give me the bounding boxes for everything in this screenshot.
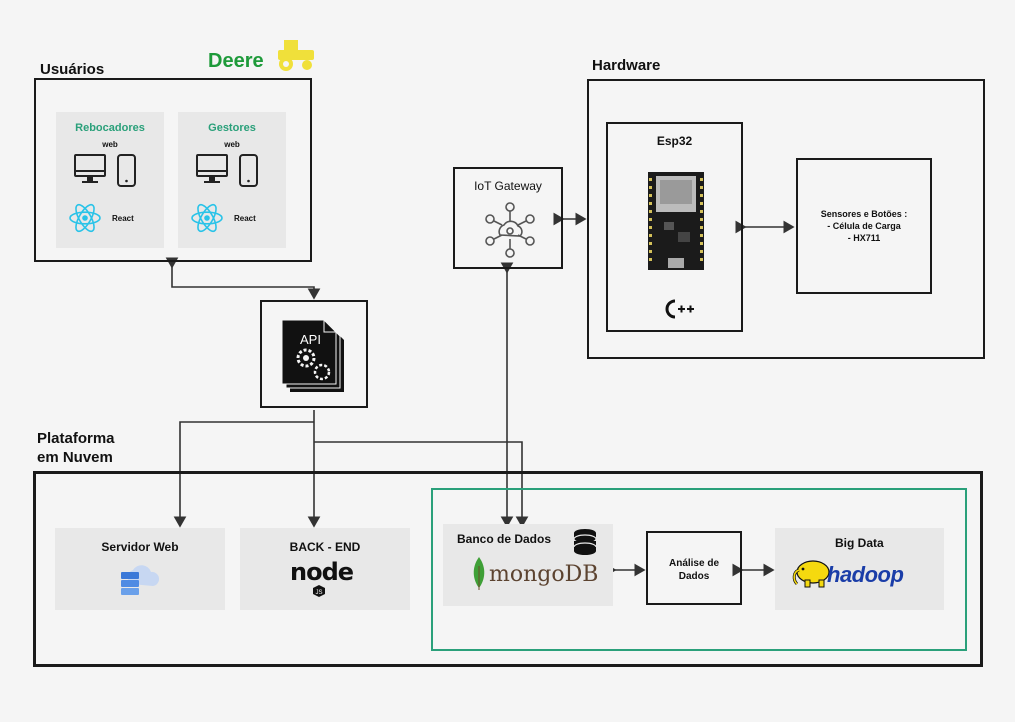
sensors-text: Sensores e Botões : - Célula de Carga - … bbox=[798, 208, 930, 244]
backend-label: BACK - END bbox=[289, 540, 361, 554]
deere-logo-text: Deere bbox=[208, 50, 264, 72]
backend-card: BACK - END node JS bbox=[240, 528, 410, 610]
api-box: API bbox=[260, 300, 368, 408]
bigdata-label: Big Data bbox=[835, 536, 884, 550]
user-card-title: Rebocadores bbox=[75, 122, 145, 134]
hardware-box bbox=[587, 79, 985, 359]
data-analysis-box: Análise de Dados bbox=[646, 531, 742, 605]
web-server-card: Servidor Web bbox=[55, 528, 225, 610]
line-api-webserver bbox=[173, 421, 314, 528]
nodejs-logo-text: node bbox=[290, 558, 354, 586]
hadoop-elephant-icon bbox=[792, 560, 830, 588]
cloud-title-line-1: Plataforma bbox=[37, 430, 115, 447]
react-logo-icon bbox=[69, 203, 101, 233]
sensors-line-3: - HX711 bbox=[847, 233, 881, 243]
cpp-logo-icon bbox=[665, 299, 694, 319]
data-analysis-line-1: Análise de bbox=[668, 558, 720, 569]
line-api-database bbox=[314, 441, 529, 528]
iot-gateway-label: IoT Gateway bbox=[474, 179, 542, 193]
esp32-board-icon bbox=[648, 172, 704, 270]
platform-label: web bbox=[224, 140, 240, 149]
user-card-gestores: Gestores web React bbox=[178, 112, 286, 248]
web-server-label: Servidor Web bbox=[101, 540, 179, 554]
esp32-box: Esp32 bbox=[606, 122, 743, 332]
api-label: API bbox=[300, 332, 321, 347]
user-card-title: Gestores bbox=[208, 122, 256, 134]
react-logo-icon bbox=[191, 203, 223, 233]
framework-label: React bbox=[234, 214, 256, 223]
database-icon bbox=[573, 529, 597, 555]
data-analysis-text: Análise de Dados bbox=[648, 557, 740, 583]
mongodb-leaf-icon bbox=[473, 557, 485, 590]
iot-network-icon bbox=[485, 202, 535, 258]
framework-label: React bbox=[112, 214, 134, 223]
nodejs-logo-icon: JS bbox=[313, 585, 325, 597]
database-label: Banco de Dados bbox=[457, 532, 552, 546]
svg-text:JS: JS bbox=[315, 590, 322, 596]
cloud-title-line-2: em Nuvem bbox=[37, 449, 113, 466]
hadoop-logo-text: hadoop bbox=[827, 562, 904, 587]
platform-label: web bbox=[102, 140, 118, 149]
user-card-rebocadores: Rebocadores web React bbox=[56, 112, 164, 248]
desktop-monitor-icon bbox=[74, 154, 106, 183]
sensors-line-2: - Célula de Carga bbox=[827, 221, 901, 231]
api-document-icon bbox=[282, 319, 344, 392]
data-analysis-line-2: Dados bbox=[678, 571, 710, 582]
bigdata-card: Big Data hadoop bbox=[775, 528, 944, 610]
mongodb-logo-text: mongoDB bbox=[489, 562, 599, 587]
mobile-phone-icon bbox=[117, 154, 136, 187]
users-section-title: Usuários bbox=[40, 61, 105, 78]
database-card: Banco de Dados mongoDB bbox=[443, 524, 613, 606]
users-box bbox=[34, 78, 312, 262]
sensors-line-1: Sensores e Botões : bbox=[820, 209, 908, 219]
sensors-box: Sensores e Botões : - Célula de Carga - … bbox=[796, 158, 932, 294]
desktop-monitor-icon bbox=[196, 154, 228, 183]
esp32-title: Esp32 bbox=[656, 134, 693, 148]
deere-logo: Deere bbox=[208, 38, 314, 72]
iot-gateway-box: IoT Gateway bbox=[453, 167, 563, 269]
cloud-box bbox=[33, 471, 983, 667]
hardware-section-title: Hardware bbox=[592, 57, 661, 74]
mobile-phone-icon bbox=[239, 154, 258, 187]
line-users-api bbox=[165, 257, 321, 300]
cloud-server-icon bbox=[121, 565, 159, 595]
tractor-icon bbox=[278, 40, 314, 71]
cloud-section-title: Plataforma em Nuvem bbox=[37, 429, 115, 467]
data-processing-box bbox=[431, 488, 967, 651]
